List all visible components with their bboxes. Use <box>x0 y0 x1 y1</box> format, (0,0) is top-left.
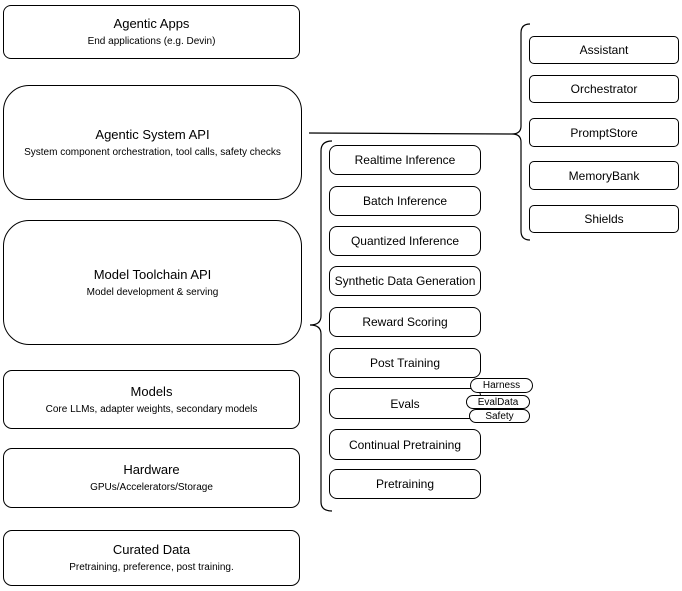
node-reward-scoring: Reward Scoring <box>329 307 481 337</box>
box-model-toolchain-api: Model Toolchain API Model development & … <box>3 220 302 345</box>
box-agentic-apps: Agentic Apps End applications (e.g. Devi… <box>3 5 300 59</box>
toolchain-group-brace-icon <box>309 140 333 512</box>
box-title: Models <box>130 383 173 399</box>
node-post-training: Post Training <box>329 348 481 378</box>
node-realtime-inference: Realtime Inference <box>329 145 481 175</box>
pill-harness: Harness <box>470 378 533 393</box>
system-brace-connector-line <box>308 132 513 135</box>
box-subtitle: Pretraining, preference, post training. <box>69 562 234 573</box>
box-curated-data: Curated Data Pretraining, preference, po… <box>3 530 300 586</box>
box-subtitle: GPUs/Accelerators/Storage <box>90 482 213 493</box>
box-models: Models Core LLMs, adapter weights, secon… <box>3 370 300 429</box>
system-group-brace-icon <box>511 23 531 241</box>
pill-evaldata: EvalData <box>466 395 530 409</box>
box-title: Agentic System API <box>95 126 210 142</box>
node-evals: Evals <box>329 388 481 419</box>
box-subtitle: End applications (e.g. Devin) <box>87 36 216 47</box>
box-title: Agentic Apps <box>113 16 190 31</box>
box-subtitle: Model development & serving <box>86 286 219 298</box>
box-title: Hardware <box>123 462 180 477</box>
box-title: Model Toolchain API <box>93 266 212 282</box>
node-assistant: Assistant <box>529 36 679 64</box>
node-pretraining: Pretraining <box>329 469 481 499</box>
node-continual-pretraining: Continual Pretraining <box>329 429 481 460</box>
node-promptstore: PromptStore <box>529 118 679 147</box>
box-subtitle: Core LLMs, adapter weights, secondary mo… <box>45 403 258 415</box>
box-hardware: Hardware GPUs/Accelerators/Storage <box>3 448 300 508</box>
node-quantized-inference: Quantized Inference <box>329 226 481 256</box>
box-agentic-system-api: Agentic System API System component orch… <box>3 85 302 200</box>
node-memorybank: MemoryBank <box>529 161 679 190</box>
pill-safety: Safety <box>469 409 530 423</box>
node-synthetic-data-generation: Synthetic Data Generation <box>329 266 481 296</box>
box-title: Curated Data <box>112 542 191 557</box>
node-batch-inference: Batch Inference <box>329 186 481 216</box>
node-shields: Shields <box>529 205 679 233</box>
box-subtitle: System component orchestration, tool cal… <box>24 146 281 158</box>
node-orchestrator: Orchestrator <box>529 75 679 103</box>
